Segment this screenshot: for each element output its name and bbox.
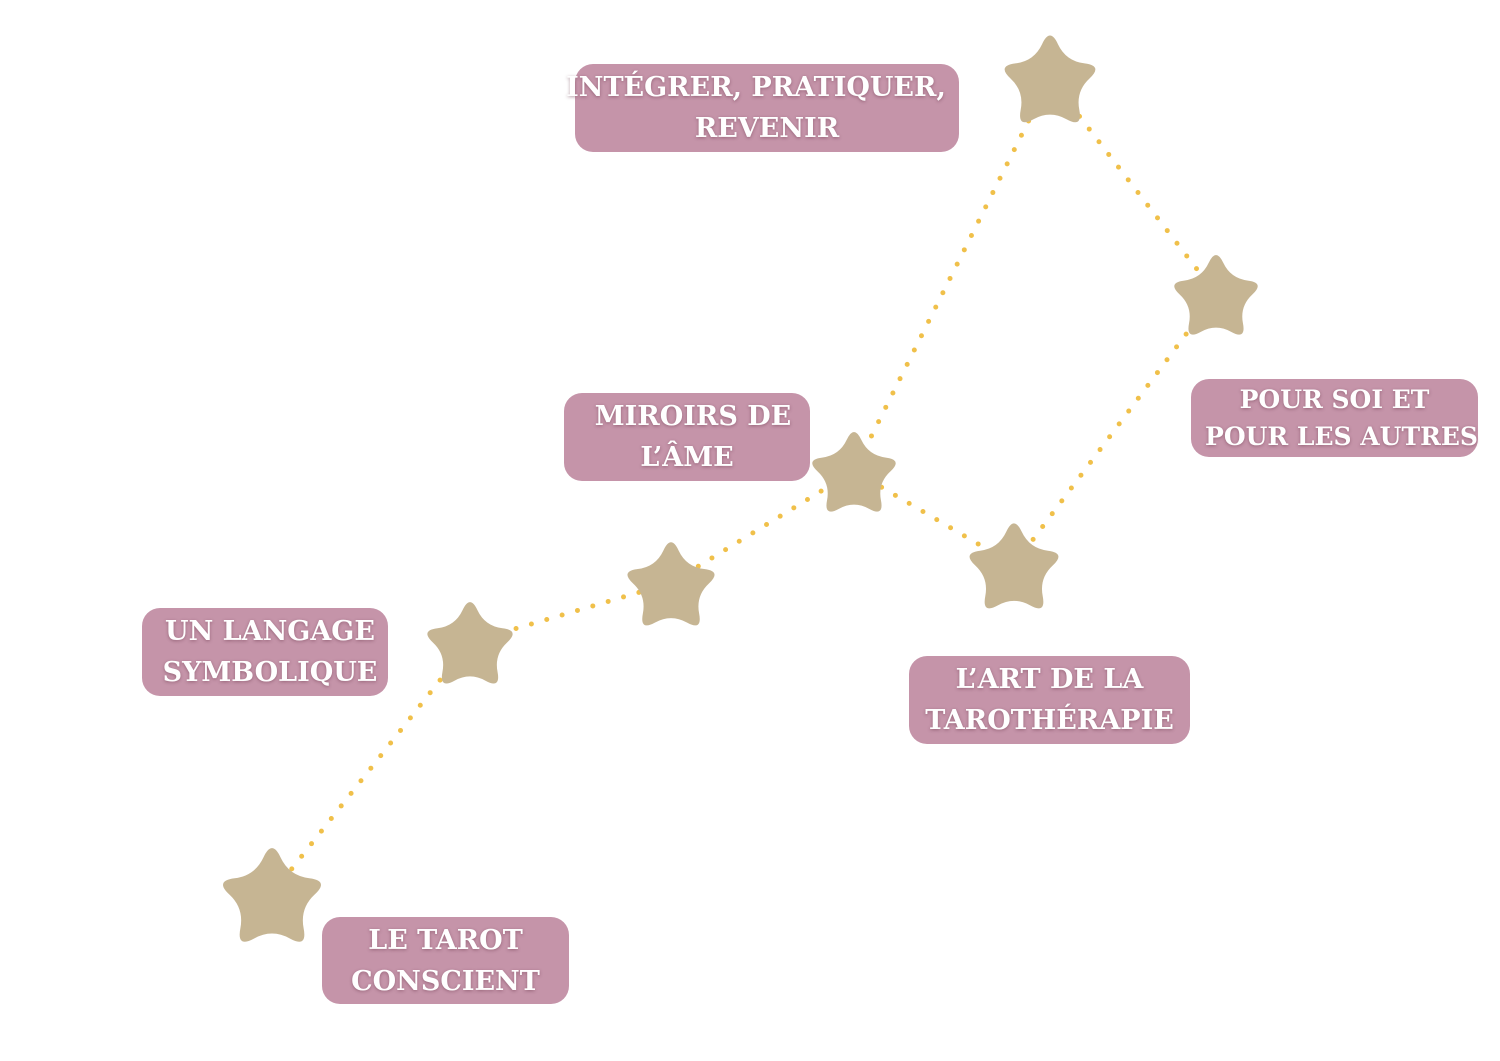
label-le-tarot-conscient: LE TAROT CONSCIENT xyxy=(322,917,569,1004)
label-line: MIROIRS DE xyxy=(594,401,792,432)
label-line: REVENIR xyxy=(694,113,840,144)
label-line: POUR SOI ET xyxy=(1239,385,1430,414)
dotted-link xyxy=(467,580,674,645)
label-line: L’ART DE LA xyxy=(955,664,1144,695)
label-l-art-de-la-tarotherapie: L’ART DE LA TAROTHÉRAPIE xyxy=(909,656,1190,744)
label-miroirs-de-l-ame: MIROIRS DE L’ÂME xyxy=(564,393,810,481)
dotted-link xyxy=(269,639,473,897)
star-icon xyxy=(1004,35,1096,123)
label-line: CONSCIENT xyxy=(351,965,540,997)
label-line: LE TAROT xyxy=(368,924,523,956)
star-icon xyxy=(223,848,321,942)
star-icon xyxy=(812,431,896,512)
label-pour-soi-et-pour-les-autres: POUR SOI ET POUR LES AUTRES xyxy=(1191,379,1478,457)
label-line: L’ÂME xyxy=(640,442,734,473)
label-line: UN LANGAGE xyxy=(165,616,375,647)
label-integrer-pratiquer-revenir: INTÉGRER, PRATIQUER, REVENIR xyxy=(566,64,959,152)
star-icon xyxy=(627,542,715,626)
star-icon xyxy=(427,602,513,684)
dotted-link xyxy=(851,75,1053,474)
star-icon xyxy=(969,523,1059,609)
label-line: INTÉGRER, PRATIQUER, xyxy=(566,72,946,103)
label-un-langage-symbolique: UN LANGAGE SYMBOLIQUE xyxy=(142,608,388,696)
star-icon xyxy=(1174,254,1258,335)
label-line: TAROTHÉRAPIE xyxy=(925,705,1174,736)
label-line: SYMBOLIQUE xyxy=(162,657,378,688)
label-line: POUR LES AUTRES xyxy=(1205,422,1478,451)
